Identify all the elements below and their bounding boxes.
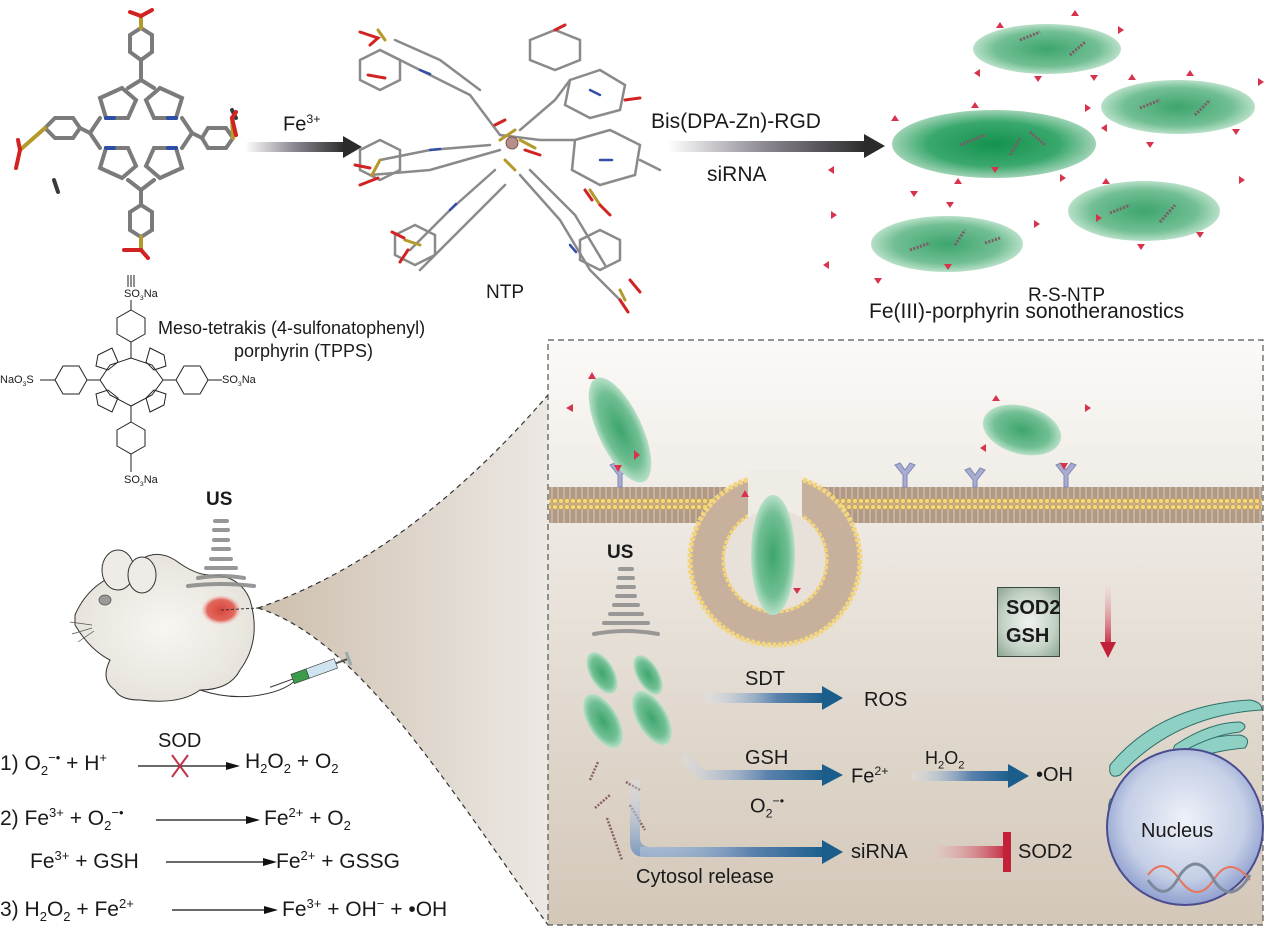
mouse-illustration [69,549,353,702]
arrow-assembly [668,134,885,158]
fe2-label: Fe2+ [851,764,889,788]
arrow-fe3-addition [245,136,362,158]
so3na-top: SO3Na [124,288,158,303]
arrow-fe2 [680,752,826,780]
tpps-3d-structure [14,8,238,260]
us-label-mouse: US [206,489,233,510]
nanoparticle [892,110,1096,178]
arrow-sdt [705,693,825,703]
us-label-cell: US [607,542,634,563]
equation-2b: Fe3+ + GSH [30,848,139,873]
syringe-icon [269,651,353,688]
superoxide-label: O2−• [750,794,785,821]
nucleus [1106,748,1264,906]
sirna-reagent-label: siRNA [707,163,767,186]
tpps-skeletal-structure [40,275,222,472]
cell-particles [566,372,1091,615]
nanoparticle [1101,80,1255,134]
rsntp-caption: Fe(III)-porphyrin sonotheranostics [869,300,1185,323]
tpps-name-line1: Meso-tetrakis (4-sulfonatophenyl) [158,318,426,338]
nucleus-label: Nucleus [1141,820,1214,842]
zoom-cone [258,395,548,925]
inhibit-sod2 [933,846,1009,858]
nanoparticle [1068,181,1220,241]
equation-2: 2) Fe3+ + O2−• [0,805,124,834]
ros-label: ROS [864,689,908,711]
nanoparticle [871,216,1023,272]
fe3-label: Fe3+ [283,112,321,136]
sod2-target-label: SOD2 [1018,841,1073,863]
equation-3: 3) H2O2 + Fe2+ [0,896,134,925]
cytosol-release-label: Cytosol release [636,866,774,888]
cell-membrane [549,470,1262,648]
fe-center-atom [505,136,519,150]
nao3s-left: NaO3S [0,374,34,389]
rsntp-label: R-S-NTP [1028,285,1106,306]
nanoparticle [973,24,1121,74]
ntp-3d-structure [353,23,662,314]
gsh-box-label: GSH [1006,625,1050,647]
pathway-arrows [630,585,1116,872]
ultrasound-waves-cell [592,567,660,636]
equation-1: 1) O2−• + H+ [0,750,107,779]
so3na-bottom: SO3Na [124,474,158,489]
hydroxyl-radical-label: •OH [1036,764,1074,786]
rsntp-particles [823,10,1264,284]
gsh-label: GSH [745,747,789,769]
sdt-label: SDT [745,668,785,690]
arrow-decrease [1105,585,1111,647]
so3na-right: SO3Na [222,374,256,389]
sod-catalyst-label: SOD [158,730,202,752]
h2o2-label: H2O2 [925,748,965,772]
arrow-oh [912,771,1010,781]
sirna-label: siRNA [851,841,908,863]
sod2-box-label: SOD2 [1006,597,1061,619]
ntp-label: NTP [486,282,524,303]
ultrasound-waves-mouse [186,519,256,588]
tpps-name-line2: porphyrin (TPPS) [234,341,374,361]
sod2-gsh-box: SOD2 GSH [997,587,1060,657]
bis-dpa-zn-rgd-label: Bis(DPA-Zn)-RGD [651,110,821,133]
